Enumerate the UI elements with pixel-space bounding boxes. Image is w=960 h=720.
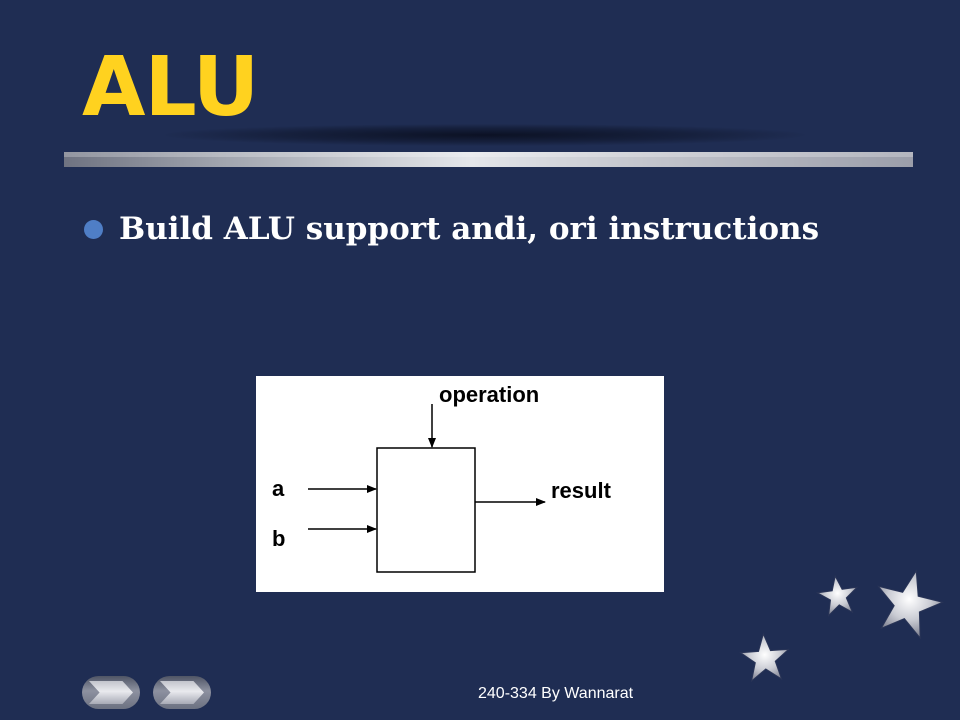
- star-icon: [877, 569, 945, 640]
- input-b-label: b: [272, 526, 285, 551]
- result-label: result: [551, 478, 612, 503]
- alu-box: [376, 447, 476, 573]
- alu-diagram: operation a b result: [256, 376, 664, 592]
- star-icon: [739, 632, 790, 683]
- slide-title: ALU: [82, 40, 259, 135]
- stars-decoration: [725, 560, 955, 690]
- title-shadow: [165, 124, 805, 146]
- footer-text: 240-334 By Wannarat: [478, 685, 634, 702]
- input-a-label: a: [272, 476, 285, 501]
- previous-slide-button[interactable]: [82, 676, 140, 709]
- next-arrow-icon: [160, 681, 204, 704]
- previous-arrow-icon: [89, 681, 133, 704]
- bullet-text: Build ALU support andi, ori instructions: [119, 211, 820, 247]
- star-icon: [815, 574, 859, 617]
- title-divider: [64, 152, 913, 167]
- next-slide-button[interactable]: [153, 676, 211, 709]
- alu-diagram-svg: operation a b result: [272, 382, 612, 573]
- bullet-dot-icon: [84, 219, 103, 239]
- operation-label: operation: [439, 382, 539, 407]
- bullet-item: Build ALU support andi, ori instructions: [84, 204, 819, 254]
